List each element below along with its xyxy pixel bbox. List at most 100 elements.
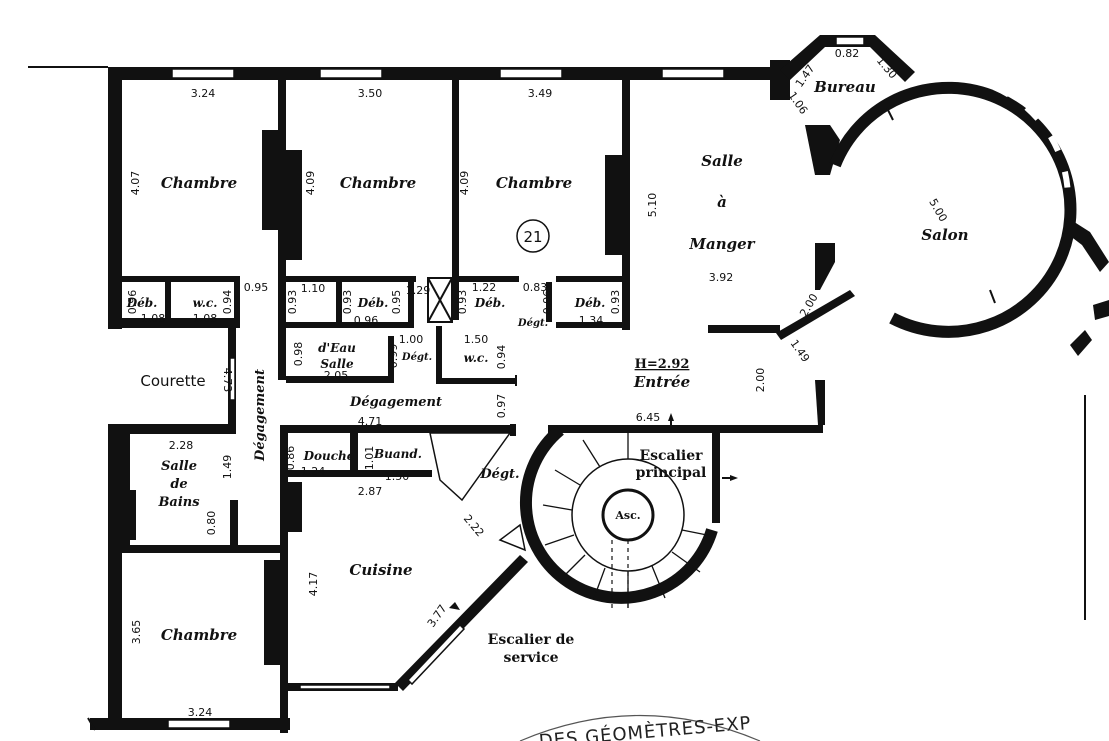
dim-1-34: 1.34	[579, 314, 604, 327]
wall-cuisine-left	[280, 433, 288, 733]
dim-3-77: 3.77	[425, 602, 450, 630]
wall-salle-eau	[286, 376, 394, 383]
label-escalier-service-2: service	[503, 650, 558, 666]
unit-number: 21	[523, 228, 542, 246]
label-wc-1: w.c.	[193, 296, 218, 310]
wall-manger-jamb	[815, 243, 835, 290]
dim-0-93-d: 0.93	[609, 290, 622, 315]
walls	[28, 35, 915, 733]
label-deb-4: Déb.	[574, 296, 606, 310]
dim-0-83: 0.83	[523, 281, 548, 294]
wall-entree-right	[815, 380, 825, 425]
wall-deb-bottom	[556, 322, 630, 328]
chimney	[605, 155, 622, 255]
dim-0-82: 0.82	[835, 47, 860, 60]
bay-wall	[1093, 300, 1109, 320]
arrow-mark	[989, 289, 996, 304]
dim-1-06: 1.06	[786, 89, 811, 117]
dim-0-95: 0.95	[244, 281, 269, 294]
label-manger: Manger	[688, 235, 755, 253]
wall-bains	[230, 500, 238, 548]
wall-douche	[350, 433, 358, 473]
wall-cuisine-top	[280, 470, 432, 477]
dim-1-01: 1.01	[363, 446, 376, 471]
dim-4-07: 4.07	[129, 171, 142, 196]
label-degt-1: Dégt.	[517, 318, 548, 329]
label-chambre-1: Chambre	[161, 174, 237, 192]
dim-6-45: 6.45	[636, 411, 661, 424]
label-degt-3: Dégt.	[479, 467, 519, 482]
wall-degagement-bottom	[280, 425, 516, 433]
wall-escalier-right	[712, 433, 720, 523]
salon-rotunda	[829, 74, 1109, 620]
label-chambre-3: Chambre	[496, 174, 572, 192]
wall-deb-bottom	[122, 322, 240, 328]
shaft-cross	[427, 277, 453, 323]
label-a: à	[717, 193, 727, 211]
chimney	[122, 490, 136, 540]
wall-manger-entree	[708, 325, 780, 333]
dim-3-92: 3.92	[709, 271, 734, 284]
wall-chambre-2-3	[452, 80, 459, 320]
dim-4-09-b: 4.09	[458, 171, 471, 196]
label-courette: Courette	[140, 372, 205, 390]
label-cuisine: Cuisine	[349, 561, 412, 579]
arrow-mark	[886, 107, 894, 121]
wall-wc2	[436, 326, 442, 384]
chimney	[262, 130, 278, 230]
wall-deb	[546, 282, 552, 322]
dim-4-09-a: 4.09	[304, 171, 317, 196]
dim-2-22: 2.22	[461, 512, 487, 539]
dim-0-98: 0.98	[292, 342, 305, 367]
wall-deb-top	[459, 276, 519, 282]
chimney	[264, 560, 280, 665]
dim-1-00: 1.00	[399, 333, 424, 346]
chimney	[286, 150, 302, 260]
label-buand: Buand.	[373, 447, 422, 461]
wall-salle-eau	[388, 336, 394, 383]
arrow-head	[668, 413, 674, 421]
wall-deb-top	[286, 276, 416, 282]
dim-3-24-top: 3.24	[191, 87, 216, 100]
dim-1-08-a: 1.08	[141, 312, 166, 325]
dim-0-93-a: 0.93	[286, 290, 299, 315]
wall-deb-bottom	[286, 322, 414, 328]
label-escalier-principal-2: principal	[636, 465, 707, 481]
wall-manger-jamb	[805, 125, 840, 175]
label-deb-1: Déb.	[126, 296, 158, 310]
chimney	[288, 482, 302, 532]
window	[319, 68, 383, 79]
dim-2-00-b: 2.00	[754, 368, 767, 393]
wall-deb-top	[556, 276, 622, 282]
surveyor-stamp: DES GÉOMÈTRES-EXP	[519, 712, 761, 741]
dim-2-05: 2.05	[324, 369, 349, 382]
dim-4-17: 4.17	[307, 572, 320, 597]
label-salle-eau: Salle	[320, 357, 354, 371]
window	[299, 684, 391, 690]
dim-2-28: 2.28	[169, 439, 194, 452]
dim-0-99: 0.99	[387, 344, 400, 369]
wall-deb	[336, 276, 342, 326]
dim-4-73: 4.73	[221, 368, 234, 393]
bureau-bay	[780, 35, 915, 82]
service-step	[498, 523, 527, 552]
dimensions: 3.24 3.50 3.49 0.82 1.47 1.30 1.06 4.07 …	[126, 47, 950, 719]
dim-1-24: 1.24	[301, 465, 326, 478]
dim-1-50-b: 1.50	[385, 470, 410, 483]
dim-0-86: 0.86	[284, 446, 297, 471]
label-wc-2: w.c.	[464, 351, 489, 365]
wall-deb	[408, 276, 414, 326]
label-salon: Salon	[921, 226, 968, 244]
dim-4-71: 4.71	[358, 415, 383, 428]
dim-0-93-b: 0.93	[341, 290, 354, 315]
wall-chambre-1-2	[278, 80, 286, 380]
dim-0-94-b: 0.94	[495, 345, 508, 370]
shaft	[427, 277, 453, 323]
label-salle-bains-3: Bains	[157, 495, 200, 510]
dim-0-94-a: 0.94	[221, 290, 234, 315]
salon-wall	[829, 81, 1077, 338]
room-labels: Chambre Chambre Chambre Chambre Salle à …	[126, 78, 969, 666]
dim-3-24-bottom: 3.24	[188, 706, 213, 719]
wall-chambre-3-salle	[622, 80, 630, 330]
dim-0-97: 0.97	[495, 394, 508, 419]
